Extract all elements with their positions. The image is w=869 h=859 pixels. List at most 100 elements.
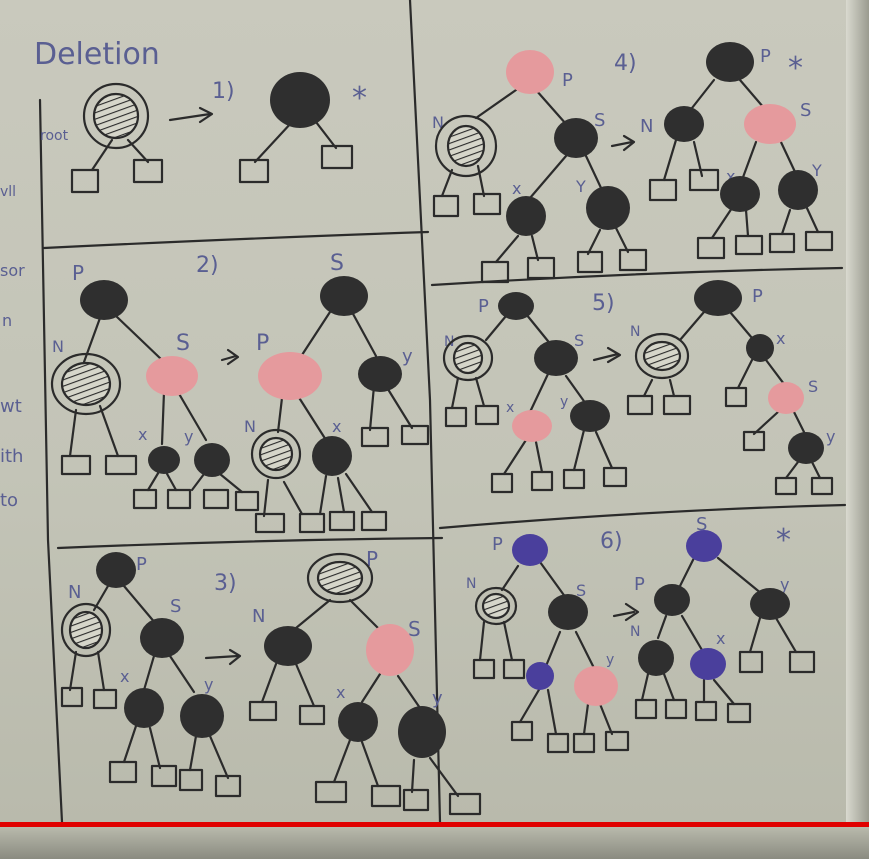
- node-label: P: [136, 554, 147, 575]
- margin-fragment: ith: [0, 446, 23, 467]
- case-label: 6): [600, 529, 623, 554]
- nil-leaf: [108, 760, 138, 784]
- video-progress-bar[interactable]: [0, 822, 869, 827]
- node-label: P: [634, 574, 645, 595]
- node-label: x: [512, 179, 521, 198]
- node-label: x: [716, 629, 725, 648]
- node-label: N: [630, 324, 640, 340]
- red-node: [146, 356, 198, 396]
- node-label: S: [808, 377, 818, 396]
- nil-leaf: [576, 250, 604, 274]
- node-label: N: [432, 113, 444, 132]
- nil-leaf: [502, 658, 526, 680]
- node-label: S: [176, 331, 190, 356]
- nil-leaf: [510, 720, 534, 742]
- double-black-node: [442, 334, 494, 382]
- node-label: P: [478, 296, 489, 317]
- black-node: [80, 280, 128, 320]
- node-label: y: [184, 427, 193, 446]
- nil-leaf: [472, 192, 502, 216]
- node-label: N: [630, 624, 640, 640]
- red-node: [366, 624, 414, 676]
- left-margin-text: vll sor n wt ith to: [0, 184, 25, 511]
- node-label: S: [408, 617, 421, 641]
- node-label: N: [252, 606, 265, 627]
- node-label: x: [506, 400, 514, 416]
- double-black-node: [60, 602, 112, 658]
- nil-leaf: [526, 256, 556, 280]
- red-node: [744, 104, 796, 144]
- double-black-node: [60, 361, 112, 407]
- black-node: [750, 588, 790, 620]
- nil-leaf: [618, 248, 648, 272]
- nil-leaf: [726, 702, 752, 724]
- double-black-node: [452, 341, 484, 375]
- black-node: [554, 118, 598, 158]
- node-label: x: [726, 167, 735, 186]
- nil-leaf: [810, 476, 834, 496]
- nil-leaf: [742, 430, 766, 452]
- double-black-node: [474, 586, 518, 626]
- node-label: P: [492, 534, 503, 555]
- case-5-panel: 5) P N S x y: [442, 280, 835, 496]
- star-mark: *: [352, 81, 367, 116]
- nil-leaf: [688, 168, 720, 192]
- nil-leaf: [648, 178, 678, 202]
- red-node: [506, 50, 554, 94]
- node-label: x: [776, 329, 785, 348]
- nil-leaf: [490, 472, 514, 494]
- black-node: [664, 106, 704, 142]
- case-3-panel: 3) P N S x y: [60, 547, 482, 816]
- node-label: x: [138, 425, 147, 444]
- board-edge: [846, 0, 869, 822]
- margin-fragment: n: [2, 311, 12, 330]
- black-node: [194, 443, 230, 477]
- video-controls-shade: [0, 827, 869, 859]
- margin-fragment: wt: [0, 396, 22, 417]
- node-label: y: [780, 575, 789, 594]
- blue-node: [686, 530, 722, 562]
- margin-fragment: to: [0, 490, 18, 511]
- black-node: [320, 276, 368, 316]
- video-progress-fill: [0, 822, 869, 827]
- nil-leaf: [298, 704, 326, 726]
- node-label: root: [40, 128, 69, 144]
- node-label: y: [826, 427, 835, 446]
- nil-leaf: [572, 732, 596, 754]
- black-node: [654, 584, 690, 616]
- node-label: x: [120, 667, 129, 686]
- node-label: S: [574, 331, 584, 350]
- case-6-panel: 6) * P N S y: [466, 514, 816, 754]
- case-4-panel: 4) * P N S x Y: [432, 42, 834, 284]
- nil-leaf: [402, 788, 430, 812]
- double-black-node: [446, 124, 486, 168]
- nil-leaf: [804, 230, 834, 252]
- nil-leaf: [444, 406, 468, 428]
- nil-leaf: [664, 698, 688, 720]
- node-label: P: [256, 331, 269, 356]
- nil-leaf: [604, 730, 630, 752]
- black-node: [746, 334, 774, 362]
- nil-leaf: [298, 512, 326, 534]
- black-node: [548, 594, 588, 630]
- black-node: [534, 340, 578, 376]
- nil-leaf: [474, 404, 500, 426]
- node-label: N: [52, 337, 64, 356]
- nil-leaf: [634, 698, 658, 720]
- nil-leaf: [360, 510, 388, 532]
- nil-leaf: [60, 454, 92, 476]
- nil-leaf: [92, 688, 118, 710]
- case-2-panel: 2) P N S x y: [50, 251, 430, 534]
- nil-leaf: [724, 386, 748, 408]
- nil-leaf: [788, 650, 816, 674]
- nil-leaf: [480, 260, 510, 284]
- node-label: S: [594, 110, 605, 131]
- node-label: S: [170, 596, 181, 617]
- nil-leaf: [626, 394, 654, 416]
- nil-leaf: [248, 700, 278, 722]
- node-label: N: [444, 334, 454, 350]
- red-node: [258, 352, 322, 400]
- double-black-node: [316, 560, 364, 596]
- double-black-node: [434, 114, 498, 178]
- nil-leaf: [60, 686, 84, 708]
